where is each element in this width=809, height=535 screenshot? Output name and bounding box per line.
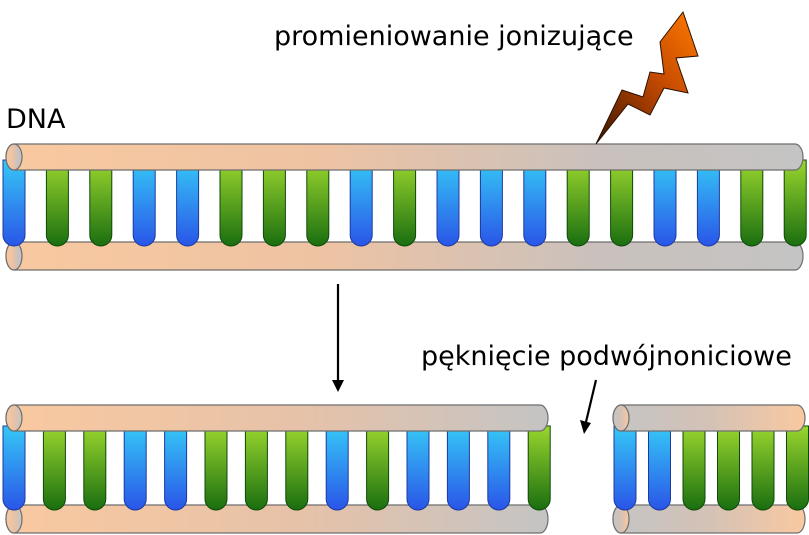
fragment-left-backbone-bottom: [5, 504, 549, 534]
break-arrow: [580, 379, 598, 434]
backbone-strand-bottom: [612, 504, 806, 534]
base-blue: [132, 159, 156, 247]
base-blue: [696, 159, 720, 247]
base-green: [219, 159, 243, 247]
backbone-strand-top: [5, 143, 804, 171]
base-green: [783, 159, 807, 247]
base-green: [244, 425, 268, 511]
base-blue: [2, 159, 26, 247]
base-blue: [523, 159, 547, 247]
base-green: [393, 159, 417, 247]
backbone-strand-top-cap: [5, 143, 23, 171]
backbone-strand-top: [612, 404, 806, 432]
backbone-strand-top: [5, 404, 549, 432]
base-blue: [2, 425, 26, 511]
base-green: [42, 425, 66, 511]
lightning-bolt-icon: [595, 10, 699, 145]
dna-fragment-left: [2, 404, 551, 534]
base-green: [682, 425, 706, 511]
base-green: [45, 159, 69, 247]
base-green: [786, 425, 809, 511]
base-green: [285, 425, 309, 511]
base-green: [527, 425, 551, 511]
base-blue: [479, 159, 503, 247]
base-green: [83, 425, 107, 511]
radiation-label: promieniowanie jonizujące: [274, 21, 634, 52]
base-green: [610, 159, 634, 247]
backbone-strand-bottom: [5, 504, 549, 534]
base-green: [751, 425, 775, 511]
base-blue: [446, 425, 470, 511]
base-green: [306, 159, 330, 247]
backbone-strand-top-cap: [612, 404, 630, 432]
base-green: [740, 159, 764, 247]
base-blue: [325, 425, 349, 511]
base-blue: [487, 425, 511, 511]
double-strand-break-label: pęknięcie podwójnoniciowe: [421, 341, 792, 372]
dna-label: DNA: [6, 104, 66, 135]
fragment-right-backbone-top: [612, 404, 806, 432]
base-blue: [653, 159, 677, 247]
base-green: [204, 425, 228, 511]
base-blue: [349, 159, 373, 247]
dna-fragment-right: [612, 404, 809, 534]
dna-bases: [2, 159, 807, 247]
base-blue: [648, 425, 671, 511]
backbone-strand-top-cap: [5, 404, 23, 432]
base-blue: [406, 425, 430, 511]
base-blue: [176, 159, 200, 247]
down-arrow: [332, 284, 344, 392]
base-blue: [436, 159, 460, 247]
fragment-right-bases: [613, 425, 809, 511]
fragment-left-bases: [2, 425, 551, 511]
base-green: [566, 159, 590, 247]
fragment-left-backbone-top: [5, 404, 549, 432]
base-green: [366, 425, 390, 511]
dna-backbone-top: [5, 143, 804, 171]
dna-double-helix: [2, 143, 807, 271]
base-blue: [123, 425, 147, 511]
fragment-right-backbone-bottom: [612, 504, 806, 534]
base-green: [89, 159, 113, 247]
base-green: [262, 159, 286, 247]
base-blue: [164, 425, 188, 511]
base-green: [717, 425, 740, 511]
base-blue: [613, 425, 637, 511]
